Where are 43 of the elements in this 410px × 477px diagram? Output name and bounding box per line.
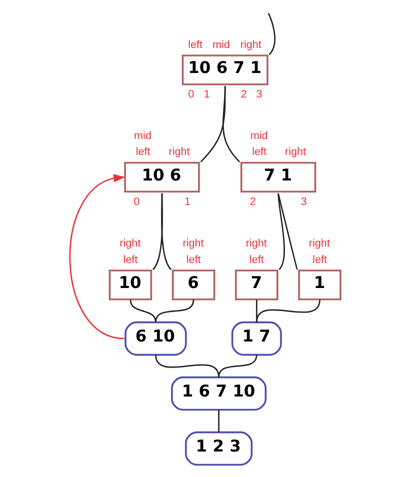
arrow	[68, 174, 125, 340]
node-label: mid	[212, 38, 230, 51]
connector	[256, 300, 320, 322]
connector	[218, 410, 219, 432]
node-label: left	[188, 38, 202, 51]
node-label: right	[284, 146, 306, 158]
node-label: left	[122, 254, 138, 266]
node-label: 1	[184, 196, 190, 208]
node-label: right	[182, 238, 204, 250]
node-label: mid	[250, 130, 268, 142]
node-label: left	[252, 146, 266, 158]
connector	[267, 12, 276, 56]
node-label: right	[240, 38, 261, 51]
connector	[160, 193, 172, 270]
node-label: mid	[134, 130, 151, 142]
node-label: right	[168, 146, 190, 158]
node-label: right	[308, 238, 330, 250]
node-label: 3	[300, 196, 306, 208]
connector	[200, 86, 226, 162]
connector	[218, 354, 257, 378]
node-label: left	[248, 254, 264, 266]
node-label: 3	[256, 88, 262, 101]
node-label: 0	[133, 196, 140, 208]
connector	[277, 193, 284, 270]
node-box: 1 7	[230, 321, 282, 356]
node-label: left	[312, 254, 326, 266]
node-label: right	[245, 238, 266, 250]
connector	[154, 300, 194, 322]
connector	[129, 300, 156, 322]
connector	[222, 86, 240, 162]
node-label: left	[135, 146, 150, 158]
node-box: 1 2 3	[184, 431, 252, 466]
node-label: 2	[240, 88, 246, 101]
node-label: 1	[203, 88, 210, 101]
node-label: 0	[188, 88, 194, 101]
node-label: right	[119, 238, 140, 250]
connector	[255, 300, 257, 322]
connector	[277, 193, 298, 270]
connector	[154, 354, 219, 378]
node-box: 6 10	[124, 321, 186, 356]
node-box: 1 6 7 10	[170, 376, 266, 411]
node-label: 2	[249, 196, 256, 208]
node-label: left	[186, 254, 200, 266]
